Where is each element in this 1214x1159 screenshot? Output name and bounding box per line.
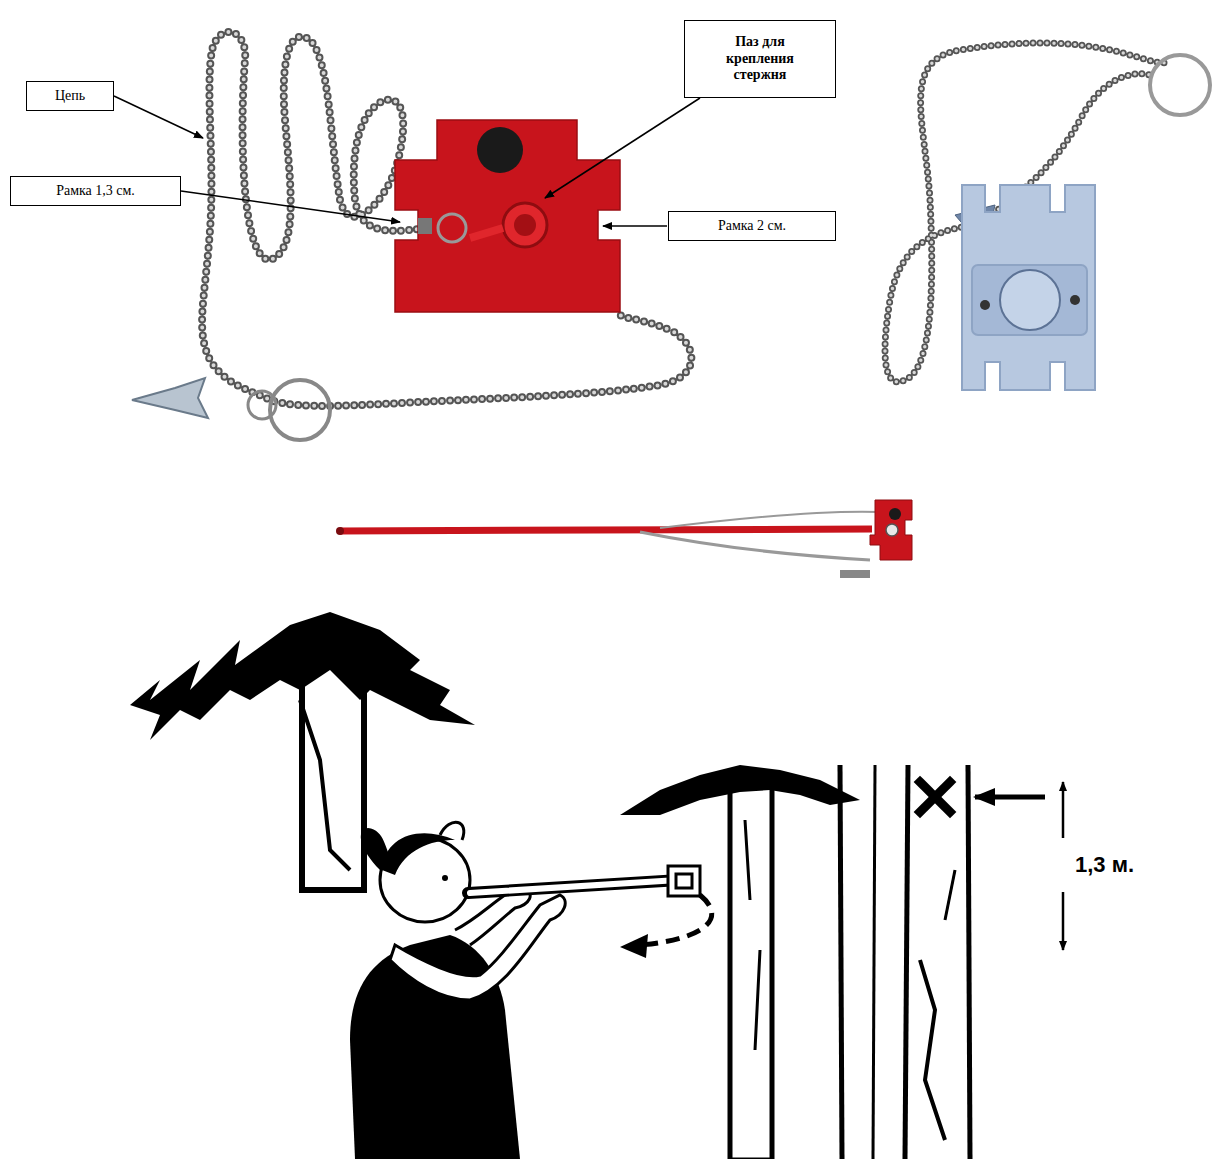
leader-lines — [114, 96, 700, 226]
tree — [840, 765, 970, 1159]
chain-tip — [132, 378, 330, 440]
height-arrow — [1062, 892, 1065, 950]
callout-box: Паз для крепления стержня — [684, 20, 836, 98]
callout-text: Рамка 2 см. — [718, 218, 786, 235]
pointer-arrow — [975, 795, 1045, 800]
callout-text: Цепь — [55, 88, 85, 105]
red-gauge — [395, 120, 620, 312]
cross-mark — [920, 782, 950, 812]
callout-box: Рамка 2 см. — [668, 211, 836, 241]
woman — [350, 822, 712, 1159]
chain — [202, 32, 691, 406]
height-arrow — [1062, 782, 1065, 838]
callout-box: Рамка 1,3 см. — [10, 176, 181, 206]
callout-text: Рамка 1,3 см. — [56, 183, 135, 200]
blue-gauge — [955, 55, 1210, 390]
callout-box: Цепь — [26, 81, 114, 111]
tree — [620, 765, 860, 1159]
gauge-on-rod — [336, 500, 912, 578]
dimension-label: 1,3 м. — [1075, 852, 1134, 878]
callout-text: Паз для крепления стержня — [710, 34, 810, 84]
